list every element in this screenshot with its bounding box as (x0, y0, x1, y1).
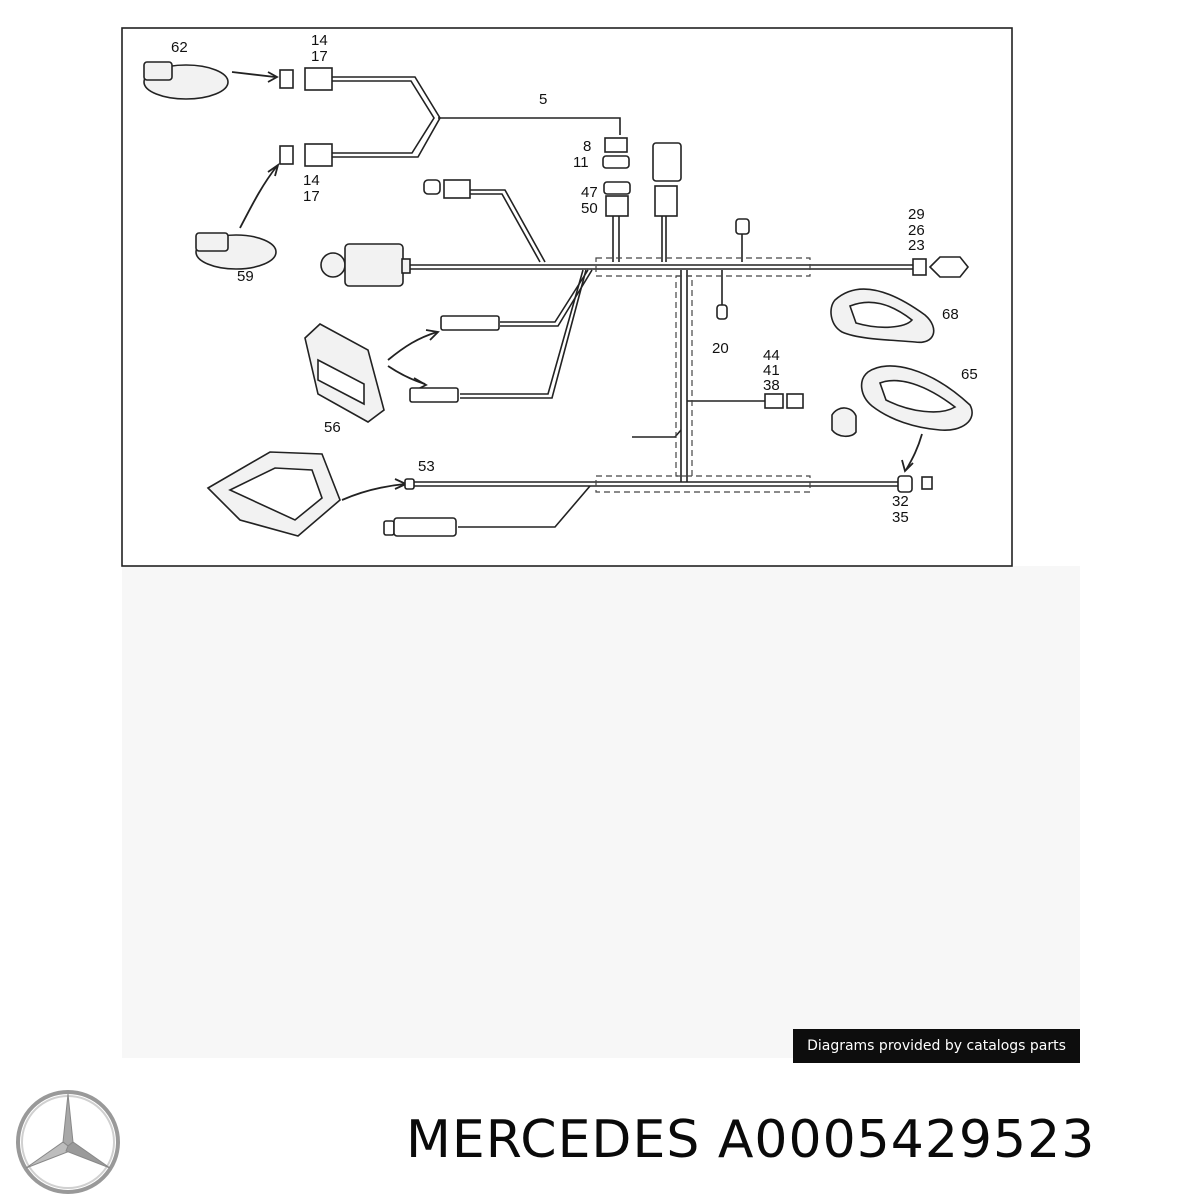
callout-8: 8 (583, 138, 591, 155)
callout-32: 32 (892, 493, 909, 510)
callout-47: 47 (581, 184, 598, 201)
connector-53-plug (404, 478, 415, 490)
callout-17-top: 17 (311, 48, 328, 65)
callout-14-top: 14 (311, 32, 328, 49)
connector-56-upper-plug (440, 315, 500, 331)
connector-20-plug (716, 304, 728, 320)
callout-68: 68 (942, 306, 959, 323)
callout-50: 50 (581, 200, 598, 217)
component-56-control-unit (304, 323, 385, 423)
connector-56-lower-plug (409, 387, 459, 403)
background-panel (122, 566, 1080, 1058)
component-motor-actuator (320, 243, 411, 287)
callout-23: 23 (908, 237, 925, 254)
watermark-banner: Diagrams provided by catalogs parts (793, 1029, 1080, 1063)
callout-41: 41 (763, 362, 780, 379)
callout-62: 62 (171, 39, 188, 56)
component-53-bracket (206, 451, 341, 537)
component-65-door-handle (860, 365, 973, 431)
callout-14-bottom: 14 (303, 172, 320, 189)
callout-17-bottom: 17 (303, 188, 320, 205)
callout-11: 11 (573, 154, 589, 171)
connector-29-26-23 (735, 218, 970, 278)
callout-44: 44 (763, 347, 780, 364)
connector-left-plug (423, 179, 471, 199)
connector-block-upper (652, 142, 682, 217)
component-62-mirror-housing (143, 61, 229, 100)
harness-sleeves (595, 257, 811, 493)
connector-14-17-top (279, 67, 333, 91)
connector-32-35 (897, 475, 933, 493)
callout-65: 65 (961, 366, 978, 383)
callout-labels: 62 14 17 5 14 17 59 8 11 47 50 29 26 23 … (171, 32, 978, 526)
callout-35: 35 (892, 509, 909, 526)
harness-wires (332, 76, 915, 528)
connector-44-41-38 (764, 393, 804, 409)
mercedes-star-icon (16, 1090, 120, 1194)
connector-lower-left-plug (383, 517, 457, 537)
connector-47-50 (603, 181, 631, 217)
connector-8-11 (602, 137, 630, 169)
callout-26: 26 (908, 222, 925, 239)
connector-14-17-bottom (279, 143, 333, 167)
component-68-door-handle-trim (830, 288, 935, 344)
callout-59: 59 (237, 268, 254, 285)
page-title: MERCEDES A0005429523 (406, 1110, 1096, 1170)
callout-20: 20 (712, 340, 729, 357)
callout-56: 56 (324, 419, 341, 436)
pointer-arrows (231, 71, 923, 501)
component-59-mirror-housing (195, 232, 277, 270)
callout-38: 38 (763, 377, 780, 394)
callout-53: 53 (418, 458, 435, 475)
callout-5: 5 (539, 91, 547, 108)
component-switch-button (831, 407, 857, 438)
callout-29: 29 (908, 206, 925, 223)
